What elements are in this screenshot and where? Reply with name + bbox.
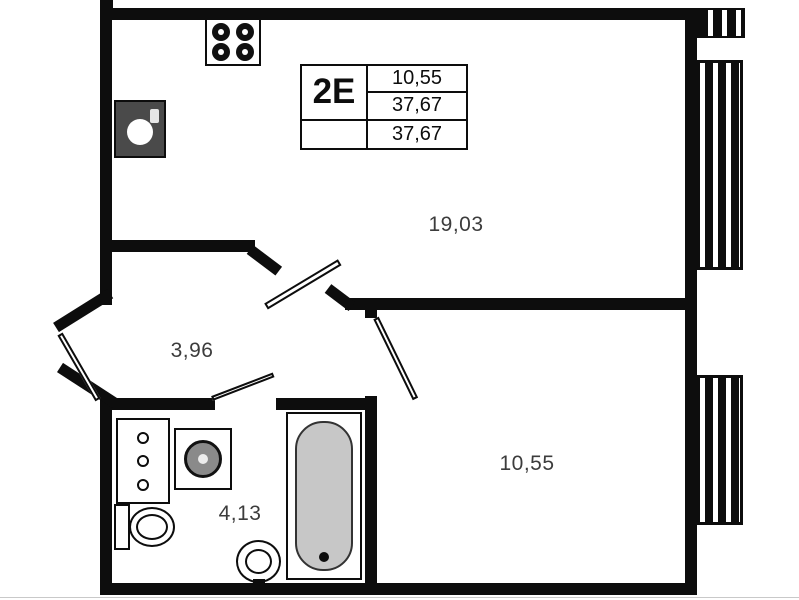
sink-tap-icon (150, 109, 159, 123)
sink-basin-icon (127, 119, 153, 145)
cabinet-icon (116, 418, 170, 504)
unit-type-label: 2E (302, 66, 368, 121)
bedroom-door-leaf (373, 316, 419, 401)
washbasin-icon (236, 540, 281, 587)
stove-burner-icon (236, 23, 254, 41)
cabinet-knob-icon (137, 478, 149, 491)
stove-burner-icon (212, 23, 230, 41)
bathtub-icon (286, 412, 362, 580)
wall-hall-diagonal-upper (246, 245, 283, 276)
wall-hall-bedroom-stub (365, 308, 377, 318)
washer-drum-icon (184, 440, 222, 478)
kitchen-sink-icon (114, 100, 166, 158)
stove-burner-icon (236, 43, 254, 61)
wall-right (685, 8, 697, 595)
stove-burner-icon (212, 43, 230, 61)
cabinet-knob-icon (137, 431, 149, 444)
wall-bottom (100, 583, 697, 595)
window-right-lower-icon (697, 375, 743, 525)
room-area-bathroom: 4,13 (218, 502, 262, 525)
corner-glazing-icon (697, 8, 745, 38)
unit-area-row-2: 37,67 (368, 93, 466, 121)
wall-bathroom-bedroom (365, 396, 377, 583)
wall-top-left-stub (100, 0, 113, 10)
wall-bathroom-top-right (276, 398, 377, 410)
stove-icon (205, 18, 261, 66)
toilet-icon (114, 502, 182, 552)
toilet-bowl-icon (129, 507, 175, 547)
wall-bathroom-top-left (100, 398, 215, 410)
toilet-bowl-inner-icon (136, 514, 168, 540)
window-right-upper-icon (697, 60, 743, 270)
room-area-hall: 3,96 (170, 339, 214, 362)
bathtub-drain-icon (319, 552, 329, 562)
wall-entry-diagonal-upper (53, 288, 114, 333)
wall-left-upper (100, 8, 112, 305)
bathtub-inner-icon (295, 421, 353, 571)
unit-area-row-1: 10,55 (368, 66, 466, 94)
wall-top (100, 8, 745, 20)
wall-left-lower (100, 398, 112, 595)
room-area-living: 19,03 (428, 213, 484, 236)
unit-info-box-blank-cell (302, 120, 368, 148)
wall-kitchen-hall (100, 240, 255, 252)
unit-area-row-3: 37,67 (391, 122, 443, 145)
bottom-hairline (0, 597, 799, 598)
bathroom-door-leaf (211, 372, 275, 401)
washing-machine-icon (174, 428, 232, 490)
toilet-tank-icon (114, 504, 130, 550)
washbasin-inner-icon (245, 549, 272, 574)
washbasin-tap-icon (252, 579, 265, 587)
unit-info-box: 2E 10,55 37,67 37,67 (300, 64, 468, 150)
cabinet-knob-icon (137, 455, 149, 467)
room-area-bedroom: 10,55 (499, 452, 555, 475)
wall-living-bottom (345, 298, 685, 310)
